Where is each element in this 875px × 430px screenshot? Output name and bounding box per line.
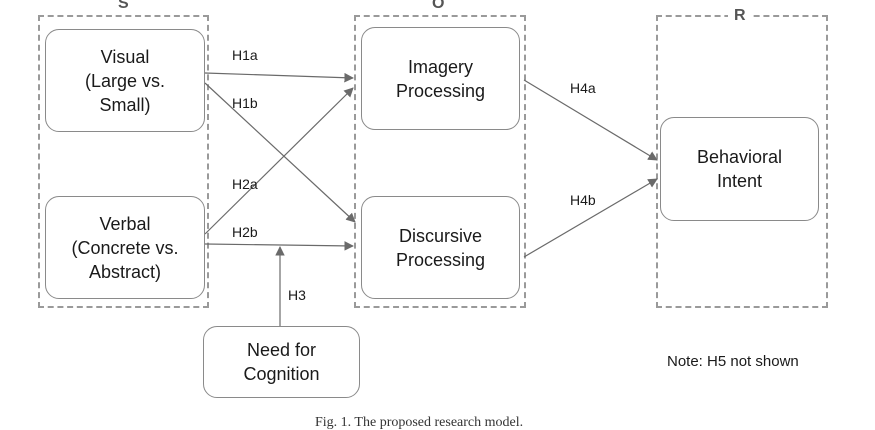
node-behavioral-label: Behavioral Intent (696, 147, 783, 191)
edge-h2a (204, 87, 354, 235)
frame-o (354, 15, 526, 308)
node-visual-label: Visual (Large vs. Small) (84, 46, 166, 115)
frame-s (38, 15, 209, 308)
node-need-label: Need for Cognition (243, 340, 320, 384)
note-text: Note: H5 not shown (667, 353, 799, 370)
frame-o-label: O (426, 0, 451, 12)
edge-h1b (204, 82, 356, 223)
frame-s-label: S (112, 0, 135, 12)
label-h4a: H4a (570, 80, 596, 96)
label-h4b: H4b (570, 192, 596, 208)
node-discursive-label: Discursive Processing (395, 225, 486, 270)
edge-h4a (523, 79, 658, 161)
node-imagery-processing: Imagery Processing (361, 27, 520, 130)
label-h3: H3 (288, 287, 306, 303)
node-imagery-label: Imagery Processing (395, 56, 486, 101)
node-discursive-processing: Discursive Processing (361, 196, 520, 299)
node-verbal: Verbal (Concrete vs. Abstract) (45, 196, 205, 299)
label-h1b: H1b (232, 95, 258, 111)
edge-h1a (204, 72, 354, 83)
label-h2a: H2a (232, 176, 258, 192)
figure-caption: Fig. 1. The proposed research model. (315, 415, 524, 430)
node-visual: Visual (Large vs. Small) (45, 29, 205, 132)
edge-h2b (204, 241, 354, 251)
node-behavioral-intent: Behavioral Intent (660, 117, 819, 221)
edge-h4b (523, 178, 658, 258)
frame-r-label: R (728, 8, 752, 24)
label-h1a: H1a (232, 47, 258, 63)
label-h2b: H2b (232, 224, 258, 240)
node-need-for-cognition: Need for Cognition (203, 326, 360, 398)
node-verbal-label: Verbal (Concrete vs. Abstract) (71, 213, 179, 282)
